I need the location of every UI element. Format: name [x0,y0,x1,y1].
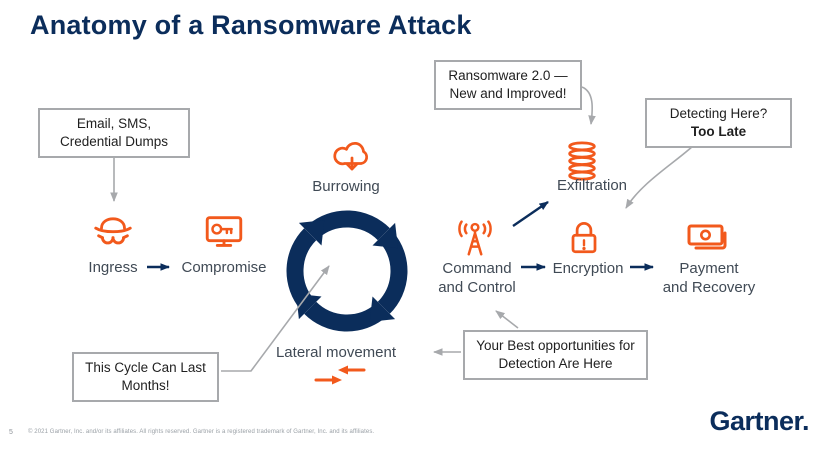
callout-email-line1: Email, SMS, [76,116,152,131]
arrow-detection-to-cnc [495,310,519,329]
label-payment-recovery-line1: Payment [679,260,739,277]
callout-ransomware-line2: New and Improved! [449,86,567,101]
antenna-icon [458,220,492,256]
label-exfiltration: Exfiltration [556,177,628,194]
spy-icon [94,217,132,245]
gartner-logo: Gartner. [709,406,809,436]
callout-detection-opportunities: Your Best opportunities for Detection Ar… [463,330,648,380]
callout-ransomware-line1: Ransomware 2.0 — [448,68,568,83]
callout-email-line2: Credential Dumps [59,134,169,149]
cycle-arrows-icon [286,210,408,332]
arrow-ransomware-to-exfiltration [581,86,596,125]
label-command-control-line2: and Control [438,279,516,296]
callout-detecting-line2: Too Late [690,124,747,139]
arrow-cnc-to-exfiltration [512,201,549,227]
label-command-control: Command and Control [438,259,516,297]
callout-cycle-duration-line1: This Cycle Can Last [85,360,206,375]
label-burrowing: Burrowing [312,178,380,195]
callout-ransomware: Ransomware 2.0 — New and Improved! [434,60,582,110]
lateral-arrows-icon [314,365,366,385]
cloud-download-icon [333,142,369,171]
callout-detection-opportunities-line2: Detection Are Here [498,356,613,371]
database-icon [568,141,596,181]
cash-icon [687,224,727,250]
label-payment-recovery: Payment and Recovery [663,259,756,297]
label-encryption: Encryption [552,260,624,277]
page-title: Anatomy of a Ransomware Attack [30,10,472,40]
callout-detecting: Detecting Here? Too Late [645,98,792,148]
page-number: 5 [9,429,13,436]
callout-email: Email, SMS, Credential Dumps [38,108,190,158]
callout-cycle-duration-line2: Months! [121,378,170,393]
monitor-key-icon [205,216,243,247]
label-lateral-movement: Lateral movement [275,344,397,361]
callout-cycle-duration: This Cycle Can Last Months! [72,352,219,402]
label-payment-recovery-line2: and Recovery [662,279,756,296]
arrow-detecting-to-encryption [625,144,695,209]
label-ingress: Ingress [88,259,138,276]
callout-detecting-line1: Detecting Here? [669,106,768,121]
label-command-control-line1: Command [442,260,512,277]
callout-detection-opportunities-line1: Your Best opportunities for [476,338,635,353]
label-compromise: Compromise [181,259,267,276]
lock-icon [571,221,597,254]
copyright-disclaimer: © 2021 Gartner, Inc. and/or its affiliat… [28,429,375,435]
